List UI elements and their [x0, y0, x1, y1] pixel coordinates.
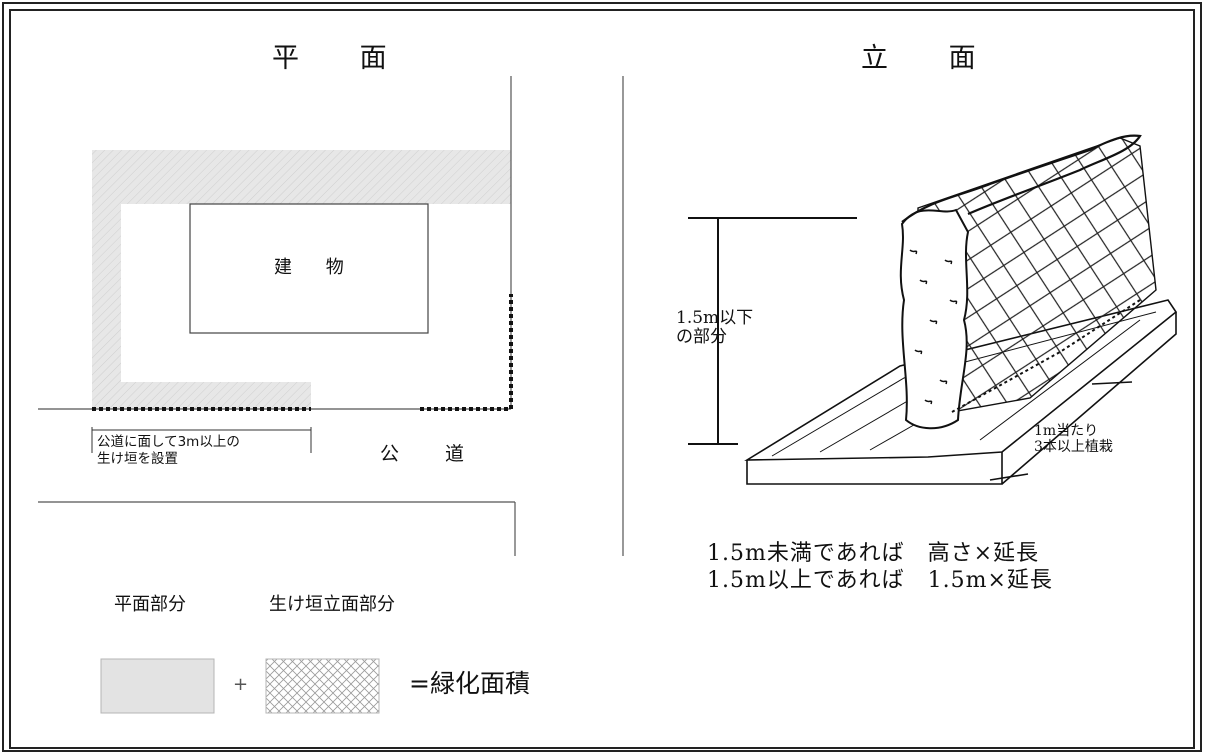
hedge-front-foliage	[899, 208, 970, 430]
legend-hedge-label: 生け垣立面部分	[269, 594, 395, 615]
legend-plus-sign: +	[233, 674, 249, 695]
planting-leader-1	[1091, 381, 1133, 385]
building-label: 建 物	[274, 257, 358, 278]
hedge-length-note: 公道に面して3m以上の 生け垣を設置	[97, 434, 240, 467]
hedge-top-foliage	[901, 134, 1142, 223]
legend-hedge-swatch	[265, 658, 380, 714]
hedge-foliage-texture	[909, 249, 958, 405]
plan-heading: 平 面	[272, 43, 413, 74]
elevation-heading: 立 面	[861, 43, 1002, 74]
road-label: 公 道	[380, 443, 485, 465]
elevation-view	[688, 134, 1178, 485]
legend-plan-swatch	[100, 658, 215, 714]
planting-leader-2	[989, 473, 1029, 481]
planting-note: 1m当たり 3本以上植栽	[1034, 423, 1113, 455]
building-outline	[189, 203, 429, 334]
area-calc-caption: 1.5m未満であれば 高さ×延長 1.5m以上であれば 1.5m×延長	[707, 541, 1053, 593]
legend-result-label: =緑化面積	[409, 669, 530, 698]
planter-inner-lines	[771, 311, 1157, 457]
height-note: 1.5m以下 の部分	[676, 308, 754, 347]
hedge-dotted-right	[420, 294, 513, 411]
hedge-length-bracket	[91, 427, 312, 453]
legend-plan-label: 平面部分	[114, 594, 186, 615]
planter-front	[746, 312, 1177, 485]
plan-view	[38, 76, 516, 556]
hedge-diagonal-stakes	[951, 299, 1141, 413]
